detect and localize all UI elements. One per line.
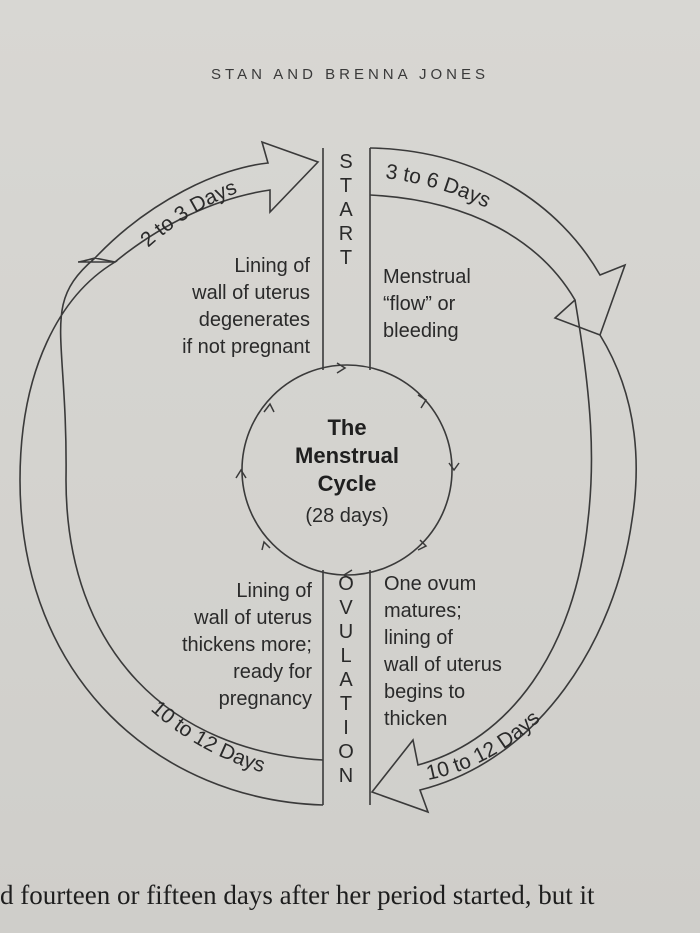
- diagram-subtitle: (28 days): [305, 505, 389, 527]
- ovulation-letter: N: [338, 765, 354, 787]
- arrow-band-top-left: [93, 140, 320, 263]
- caption-line: Lining of: [236, 580, 312, 602]
- caption-bottom-left: Lining of wall of uterus thickens more; rea…: [140, 578, 312, 713]
- caption-top-right: Menstrual “flow” or bleeding: [383, 264, 543, 345]
- caption-line: if not pregnant: [182, 336, 310, 358]
- start-letter: S: [339, 151, 353, 173]
- body-text-line: d fourteen or fifteen days after her per…: [0, 880, 595, 910]
- ovulation-letter: I: [343, 717, 349, 739]
- ovulation-letter: U: [338, 621, 354, 643]
- ovulation-letter: A: [339, 669, 353, 691]
- ovulation-letter: O: [338, 573, 354, 595]
- center-circle: [241, 364, 453, 576]
- arrow-label-top-left: 2 to 3 Days: [136, 176, 240, 252]
- caption-line: thickens more;: [181, 634, 312, 656]
- svg-text:2 to 3 Days: 2 to 3 Days: [136, 176, 240, 252]
- ovulation-letter: T: [339, 693, 353, 715]
- cycle-arrowhead: [336, 362, 347, 374]
- cycle-arrowhead: [342, 569, 353, 581]
- caption-bottom-right: One ovum matures; lining of wall of uterus b…: [384, 571, 554, 733]
- caption-line: wall of uterus: [194, 607, 312, 629]
- caption-line: wall of uterus: [384, 654, 502, 676]
- ovulation-letter: V: [339, 597, 353, 619]
- caption-line: “flow” or: [383, 293, 456, 315]
- arrow-band-left: [19, 257, 324, 806]
- arrow-band-top-right: [369, 147, 627, 337]
- caption-top-left: Lining of wall of uterus degenerates if not…: [140, 253, 310, 361]
- start-letter: R: [338, 223, 354, 245]
- ovulation-letter: L: [340, 645, 352, 667]
- caption-line: Menstrual: [383, 266, 471, 288]
- cycle-arrowhead: [417, 539, 428, 551]
- arrow-band-right: [370, 299, 637, 814]
- start-letter: A: [339, 199, 353, 221]
- caption-line: begins to: [384, 681, 466, 703]
- start-letter: T: [339, 247, 353, 269]
- caption-line: lining of: [384, 627, 453, 649]
- cycle-arrowhead: [417, 394, 428, 409]
- caption-line: wall of uterus: [192, 282, 310, 304]
- caption-line: thicken: [384, 708, 448, 730]
- caption-line: matures;: [384, 600, 462, 622]
- start-letter: T: [339, 175, 353, 197]
- cycle-arrowhead: [261, 540, 271, 551]
- caption-line: bleeding: [383, 320, 459, 342]
- ovulation-letter: O: [338, 741, 354, 763]
- cycle-arrowhead: [263, 402, 275, 413]
- title-line: The: [327, 415, 367, 440]
- caption-line: degenerates: [198, 309, 310, 331]
- caption-line: ready for: [233, 661, 312, 683]
- cycle-arrowhead: [235, 468, 247, 479]
- caption-line: Lining of: [234, 255, 310, 277]
- title-line: Menstrual: [295, 443, 399, 468]
- title-line: Cycle: [317, 471, 377, 496]
- caption-line: pregnancy: [218, 688, 312, 710]
- cycle-arrowhead: [448, 462, 460, 472]
- running-head: STAN AND BRENNA JONES: [211, 66, 489, 83]
- caption-line: One ovum: [384, 573, 477, 595]
